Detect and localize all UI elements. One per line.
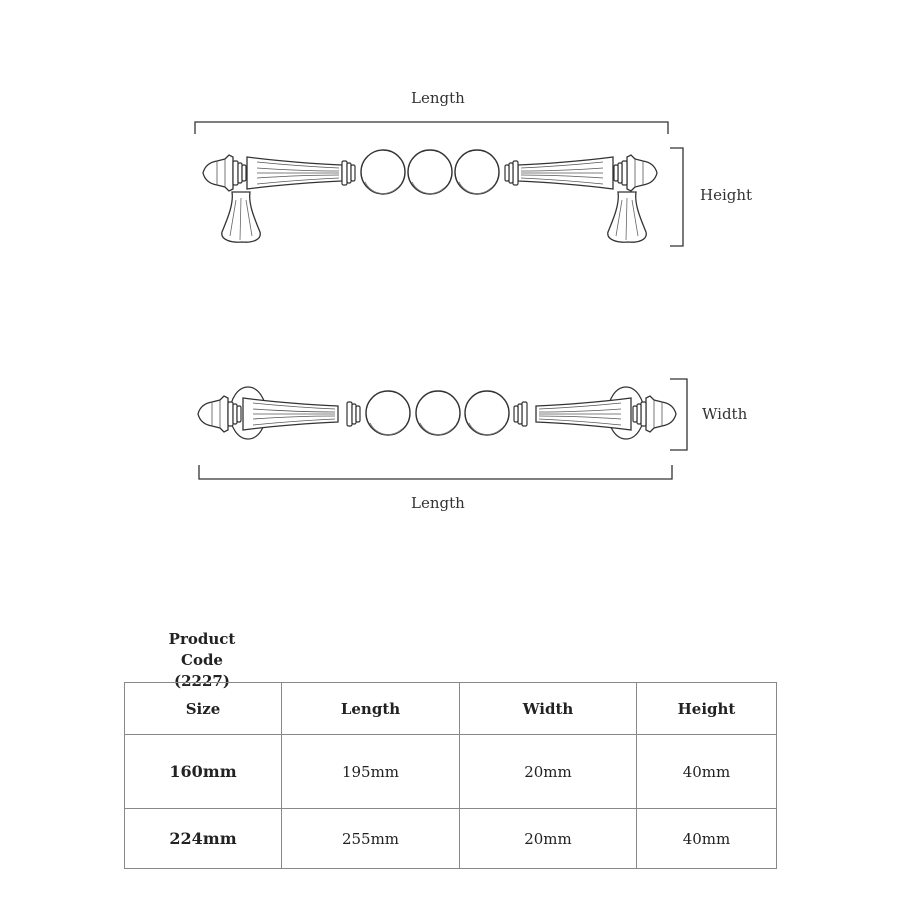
top-width-label: Width <box>702 405 748 423</box>
cell-height: 40mm <box>636 808 777 869</box>
spec-table: Size Length Width Height 160mm 195mm 20m… <box>124 682 777 869</box>
cell-height: 40mm <box>636 734 777 809</box>
cell-length: 195mm <box>281 734 460 809</box>
header-height: Height <box>636 682 777 735</box>
top-length-label: Length <box>411 494 465 512</box>
product-code-title: Product Code <box>168 630 236 669</box>
table-row: 224mm 255mm 20mm 40mm <box>124 808 777 869</box>
cell-width: 20mm <box>459 808 637 869</box>
header-size: Size <box>124 682 282 735</box>
front-height-label: Height <box>700 186 753 204</box>
cell-size: 224mm <box>124 808 282 869</box>
table-header-row: Size Length Width Height <box>124 682 777 735</box>
cell-length: 255mm <box>281 808 460 869</box>
cell-width: 20mm <box>459 734 637 809</box>
table-row: 160mm 195mm 20mm 40mm <box>124 734 777 809</box>
cell-size: 160mm <box>124 734 282 809</box>
handle-diagram <box>194 121 688 480</box>
top-view <box>197 378 688 480</box>
front-view <box>194 121 684 247</box>
header-length: Length <box>281 682 460 735</box>
front-length-label: Length <box>411 89 465 107</box>
header-width: Width <box>459 682 637 735</box>
